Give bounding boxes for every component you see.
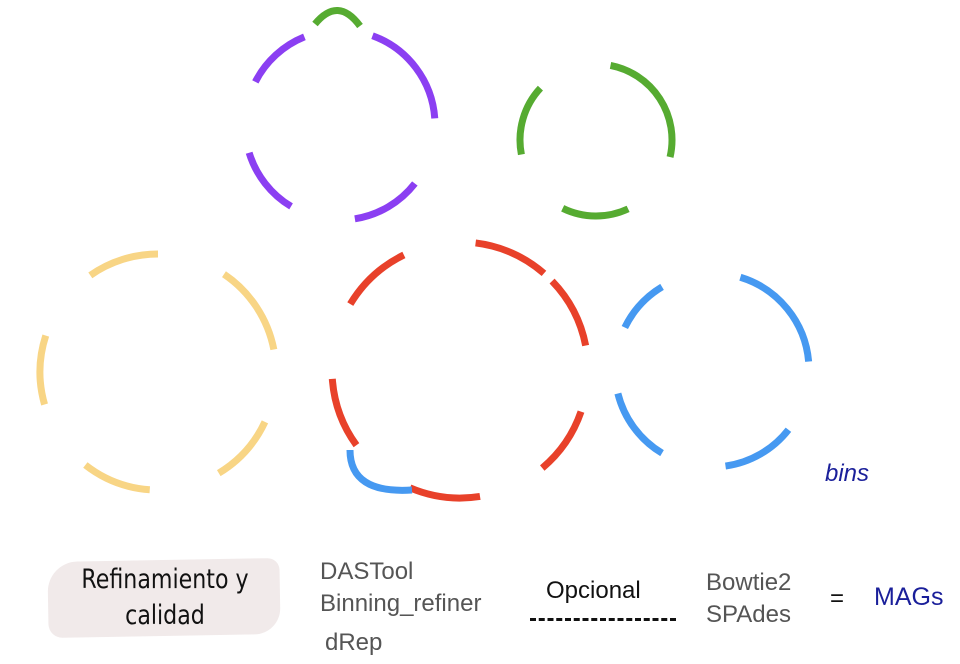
mags-label: MAGs — [874, 583, 944, 611]
optional-dashed-line — [530, 618, 676, 621]
green-bin-arc — [516, 85, 544, 156]
purple-bin-arc — [371, 32, 439, 119]
tool-binning-refiner: Binning_refiner — [320, 590, 482, 617]
green-bin-arc — [609, 61, 676, 158]
stage-label: Refinamiento y calidad — [81, 564, 249, 631]
optional-label: Opcional — [546, 577, 641, 604]
yellow-bin-arc — [88, 250, 159, 279]
red-bin-arc — [475, 239, 547, 277]
red-bin-arc — [328, 378, 360, 448]
red-bin-arc — [549, 278, 590, 347]
blue-overlap-arc — [346, 449, 413, 494]
tool-spades: SPAdes — [706, 601, 791, 628]
yellow-bin-arc — [222, 271, 278, 351]
green-overlap-arc — [312, 7, 363, 29]
tool-dastool: DASTool — [320, 558, 414, 585]
purple-bin-arc — [354, 181, 418, 223]
red-bin-arc — [539, 410, 585, 471]
tool-bowtie2: Bowtie2 — [706, 569, 792, 596]
blue-bin-arc — [739, 273, 813, 362]
tool-drep: dRep — [325, 629, 383, 656]
purple-bin-arc — [252, 33, 306, 84]
blue-bin-arc — [614, 392, 664, 457]
purple-bin-arc — [245, 151, 293, 210]
blue-bin-arc — [621, 283, 664, 330]
bins-label: bins — [825, 460, 870, 487]
red-bin-arc — [408, 484, 481, 502]
yellow-bin-arc — [216, 420, 269, 477]
yellow-bin-arc — [36, 334, 50, 406]
green-bin-arc — [561, 205, 630, 220]
red-bin-arc — [347, 251, 406, 306]
blue-bin-arc — [724, 427, 792, 470]
yellow-bin-arc — [83, 462, 151, 494]
equals-sign: = — [830, 585, 845, 612]
